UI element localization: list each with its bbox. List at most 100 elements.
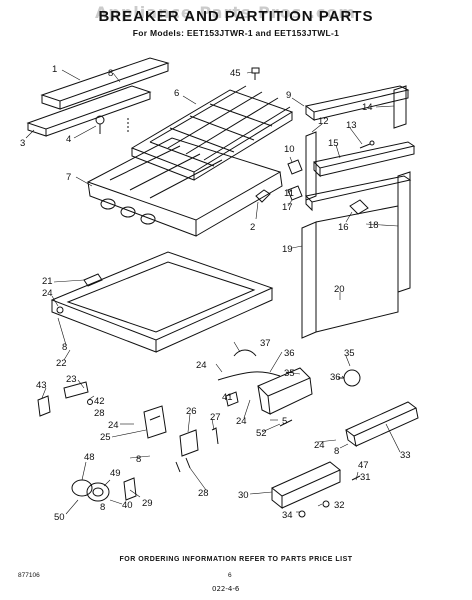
callout-15: 15	[328, 138, 339, 149]
callout-8-e: 8	[100, 502, 105, 513]
callout-23: 23	[66, 374, 77, 385]
callout-8-b: 8	[62, 342, 67, 353]
part-screw-45	[251, 67, 260, 80]
part-bracket-11	[287, 185, 303, 201]
part-screw-4	[95, 115, 105, 134]
part-screw-31	[351, 475, 361, 481]
callout-7: 7	[66, 172, 71, 183]
callout-1: 1	[52, 64, 57, 75]
part-partition-bar-lower	[304, 175, 412, 212]
callout-50: 50	[54, 512, 65, 523]
callout-30: 30	[238, 490, 249, 501]
callout-8-a: 8	[108, 68, 113, 79]
callout-10: 10	[284, 144, 295, 155]
part-screw-27	[211, 427, 219, 445]
part-breaker-strip-lower	[26, 85, 152, 137]
callout-4: 4	[66, 134, 71, 145]
callout-45: 45	[230, 68, 241, 79]
part-socket-48	[71, 479, 93, 497]
callout-28-b: 28	[198, 488, 209, 499]
part-bracket-16	[349, 199, 369, 215]
part-partition-bar-upper	[304, 85, 410, 129]
part-hinge-25	[143, 405, 167, 439]
diagram-title: BREAKER AND PARTITION PARTS	[98, 8, 374, 25]
part-bracket-41	[225, 391, 239, 407]
callout-32: 32	[334, 500, 345, 511]
part-partition-post-12	[305, 131, 317, 201]
callout-8-d: 8	[334, 446, 339, 457]
part-clip-2	[255, 189, 271, 203]
part-breaker-frame	[50, 251, 274, 353]
callout-18: 18	[368, 220, 379, 231]
part-screw-28-b	[175, 457, 191, 473]
callout-20: 20	[334, 284, 345, 295]
callout-17: 17	[282, 202, 293, 213]
part-clip-21	[83, 273, 103, 287]
part-control-cover-33	[345, 401, 419, 448]
part-connector-29	[123, 477, 137, 501]
callout-31: 31	[360, 472, 371, 483]
callout-6: 6	[174, 88, 179, 99]
part-screw-28-a	[87, 399, 93, 405]
part-screw-32	[322, 500, 330, 508]
part-screw-52	[279, 419, 293, 427]
callout-42: 42	[94, 396, 105, 407]
callout-24-e: 24	[314, 440, 325, 451]
callout-24-a: 24	[42, 288, 53, 299]
callout-28-a: 28	[94, 408, 105, 419]
callout-2: 2	[250, 222, 255, 233]
callout-25: 25	[100, 432, 111, 443]
callout-33: 33	[400, 450, 411, 461]
part-deflector-tray	[86, 137, 283, 237]
part-light-housing-30	[271, 461, 341, 510]
part-partition-post-18	[397, 171, 411, 293]
part-hinge-26	[179, 429, 199, 457]
model-subtitle: For Models: EET153JTWR-1 and EET153JTWL-…	[132, 28, 340, 38]
part-screw-24-a	[56, 306, 64, 314]
callout-38: 36	[284, 348, 295, 359]
part-screw-34	[298, 510, 306, 518]
part-control-housing-37	[257, 367, 313, 415]
callout-49: 49	[110, 468, 121, 479]
callout-39: 37	[260, 338, 271, 349]
callout-3: 3	[20, 138, 25, 149]
callout-52: 52	[256, 428, 267, 439]
ordering-note: FOR ORDERING INFORMATION REFER TO PARTS …	[119, 556, 353, 563]
callout-8-c: 8	[136, 454, 141, 465]
callout-43: 43	[36, 380, 47, 391]
document-code: 877106	[18, 572, 40, 579]
callout-40: 40	[122, 500, 133, 511]
callout-37: 35	[284, 368, 295, 379]
callout-36: 36	[330, 372, 341, 383]
callout-9: 9	[286, 90, 291, 101]
callout-48: 48	[84, 452, 95, 463]
part-partition-post-19	[301, 221, 317, 339]
callout-11: 11	[284, 188, 294, 199]
part-shelf-grille	[130, 85, 294, 181]
callout-35: 35	[344, 348, 355, 359]
part-bracket-43	[37, 395, 51, 417]
part-hinge-23	[63, 381, 89, 399]
date-code: 022-4-6	[212, 585, 240, 593]
callout-22: 22	[56, 358, 67, 369]
callout-labels: 1 8 3 4 6 45 9 14 12 13 15 10 7 2 11 17 …	[20, 64, 411, 523]
callout-13: 13	[346, 120, 357, 131]
part-wire-39	[233, 349, 257, 357]
callout-27: 27	[210, 412, 221, 423]
callout-41: 41	[222, 392, 233, 403]
part-lamp-36	[338, 369, 361, 387]
callout-26: 26	[186, 406, 197, 417]
part-breaker-strip-top	[40, 57, 170, 110]
page-number: 6	[228, 572, 232, 579]
part-capillary-38	[217, 371, 281, 381]
part-partition-bar-middle	[312, 141, 416, 178]
part-socket-49	[86, 482, 110, 502]
watermark: Appliance Parts Pros .com	[95, 3, 357, 22]
callout-24-c: 24	[196, 360, 207, 371]
callout-21: 21	[42, 276, 53, 287]
leader-lines	[25, 69, 401, 515]
part-partition-panel-20	[315, 205, 399, 333]
callout-12: 12	[318, 116, 329, 127]
